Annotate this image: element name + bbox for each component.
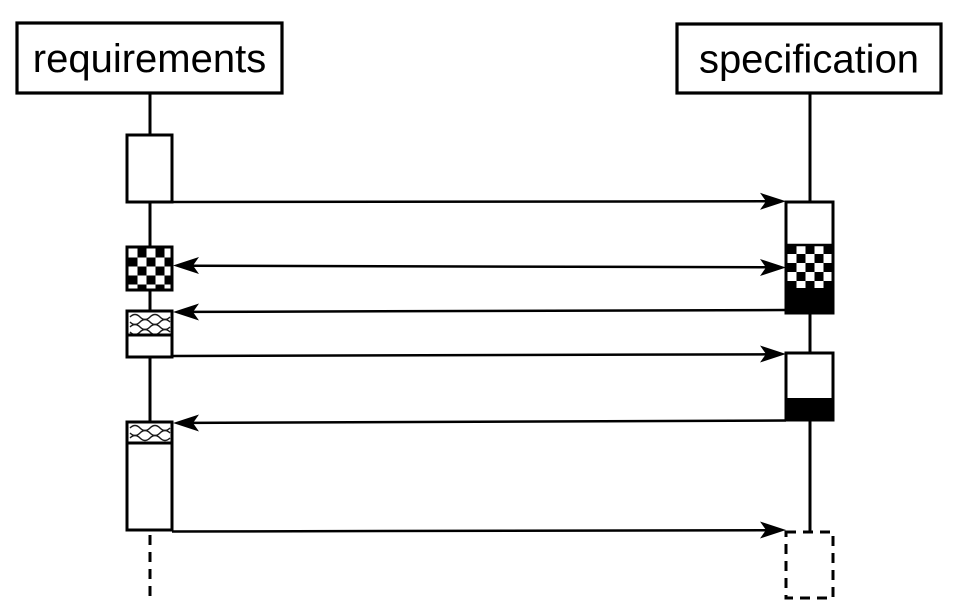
- message-4-line: [171, 353, 769, 358]
- arrowhead-right-msg6: [760, 521, 786, 539]
- message-2-line: [189, 264, 769, 269]
- arrowhead-left-msg3: [173, 303, 199, 321]
- activation-req-1-plain: [125, 133, 174, 204]
- lifeline-label-requirements: requirements: [33, 37, 266, 81]
- message-5-line: [189, 419, 787, 425]
- message-3-line: [189, 308, 787, 314]
- checkerboard-fill: [787, 245, 832, 288]
- arrowhead-left-msg2: [173, 257, 199, 274]
- solid-black-section: [787, 288, 832, 312]
- activation-outline: [784, 351, 835, 422]
- activation-req-2-checkerboard: [125, 245, 174, 292]
- solid-black-section: [787, 398, 832, 419]
- lifeline-head-requirements: [15, 21, 284, 95]
- activation-spec-2-mixed: [784, 351, 835, 422]
- activation-req-4-wavy-tall: [125, 420, 174, 532]
- activation-spec-1-mixed: [784, 200, 835, 315]
- arrowhead-right-msg1: [760, 192, 786, 210]
- message-1-line: [171, 200, 769, 204]
- lifeline-label-specification: specification: [699, 38, 919, 82]
- wavy-pattern: [129, 424, 171, 442]
- activation-spec-3-dashed: [784, 530, 835, 600]
- lifeline-head-specification: [675, 22, 943, 95]
- messages: [171, 200, 787, 533]
- arrowhead-right-msg4: [760, 345, 786, 363]
- message-6-line: [171, 528, 769, 533]
- activation-outline: [784, 200, 835, 315]
- arrowheads: [173, 192, 786, 539]
- checkerboard-fill: [128, 248, 171, 289]
- checkerboard-border: [125, 245, 174, 292]
- activation-req-3-wavy: [125, 309, 174, 359]
- arrowhead-right-msg2: [760, 259, 786, 276]
- arrowhead-left-msg5: [173, 414, 199, 432]
